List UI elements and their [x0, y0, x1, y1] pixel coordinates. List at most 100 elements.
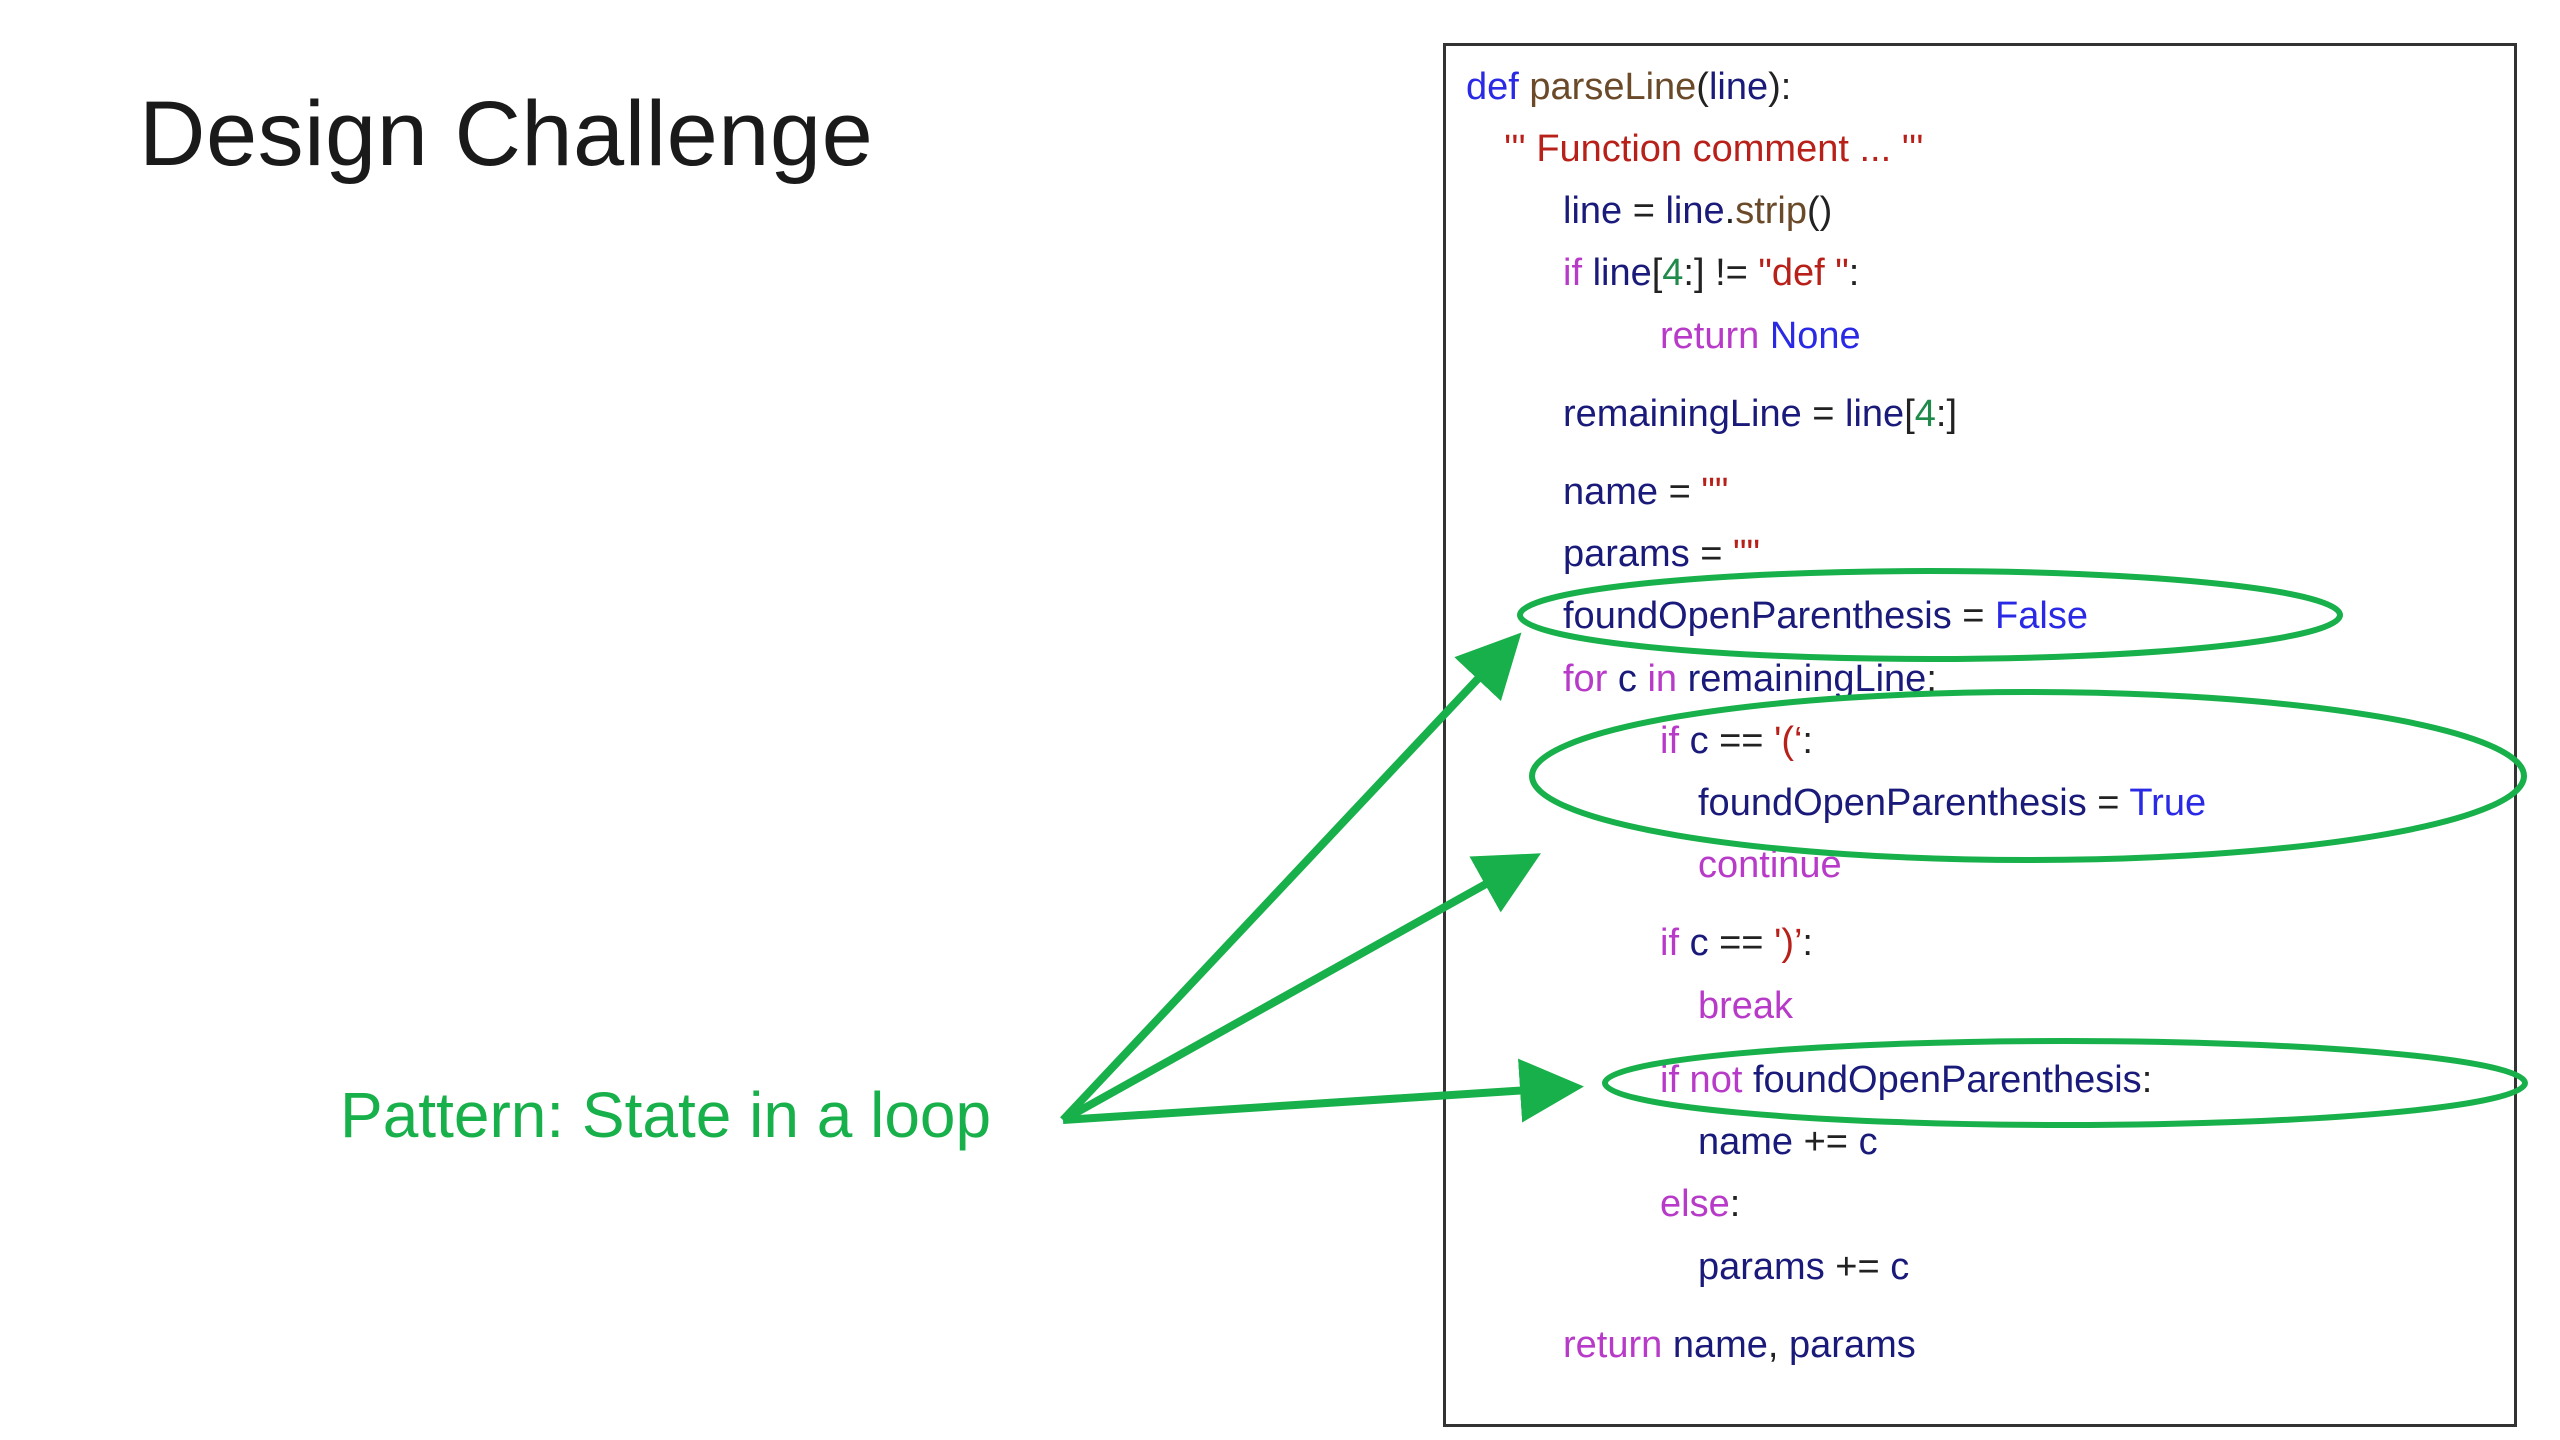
- code-token: line: [1592, 252, 1652, 294]
- code-token: if: [1563, 252, 1593, 294]
- code-token: c: [1689, 922, 1709, 964]
- code-token: =: [1622, 190, 1666, 232]
- code-line: foundOpenParenthesis = False: [1563, 597, 2088, 635]
- code-line: def parseLine(line):: [1466, 68, 1791, 106]
- code-token: name: [1672, 1324, 1768, 1366]
- code-token: :: [1802, 720, 1813, 762]
- code-line: for c in remainingLine:: [1563, 660, 1937, 698]
- code-line: if line[4:] != "def ":: [1563, 254, 1859, 292]
- code-token: :] !=: [1683, 252, 1759, 294]
- code-token: "": [1733, 533, 1761, 575]
- code-token: ==: [1708, 922, 1775, 964]
- arrow-to-state-check: [1062, 1058, 1584, 1124]
- code-token: :: [2141, 1059, 2153, 1101]
- code-token: params: [1789, 1324, 1916, 1366]
- code-line: params = "": [1563, 535, 1760, 573]
- code-token: 4: [1914, 393, 1936, 435]
- code-token: =: [1801, 393, 1846, 435]
- code-token: "def ": [1758, 252, 1849, 294]
- code-token: :: [1848, 252, 1860, 294]
- highlight-ellipse-state-check: [1602, 1038, 2528, 1128]
- code-token: [: [1651, 252, 1663, 294]
- code-token: [: [1904, 393, 1915, 435]
- code-token: name: [1563, 471, 1659, 513]
- code-line: line = line.strip(): [1563, 192, 1832, 230]
- code-token: foundOpenParenthesis: [1752, 1059, 2142, 1101]
- code-line: name += c: [1698, 1123, 1878, 1161]
- code-token: line: [1563, 190, 1623, 232]
- code-token: in: [1647, 658, 1688, 700]
- code-token: 4: [1662, 252, 1684, 294]
- code-token: ')’: [1774, 922, 1803, 964]
- code-token: =: [1689, 533, 1734, 575]
- code-token: None: [1769, 315, 1861, 357]
- code-line: ''' Function comment ... ''': [1504, 130, 1923, 168]
- code-token: +=: [1793, 1121, 1859, 1163]
- code-token: if: [1660, 922, 1690, 964]
- code-token: :: [1729, 1183, 1741, 1225]
- code-token: return: [1563, 1324, 1673, 1366]
- code-token: if not: [1660, 1059, 1753, 1101]
- code-line: foundOpenParenthesis = True: [1698, 784, 2206, 822]
- code-line: if c == ')’:: [1660, 924, 1813, 962]
- code-token: foundOpenParenthesis: [1698, 782, 2087, 824]
- code-token: =: [2086, 782, 2130, 824]
- code-token: ,: [1767, 1324, 1790, 1366]
- code-token: c: [1689, 720, 1709, 762]
- code-token: c: [1858, 1121, 1878, 1163]
- code-token: params: [1698, 1246, 1825, 1288]
- code-token: (: [1696, 66, 1709, 108]
- code-line: remainingLine = line[4:]: [1563, 395, 1957, 433]
- code-token: remainingLine: [1563, 393, 1802, 435]
- code-line: break: [1698, 987, 1793, 1025]
- code-token: True: [2129, 782, 2207, 824]
- code-token: ):: [1768, 66, 1792, 108]
- code-token: remainingLine: [1687, 658, 1927, 700]
- code-line: return None: [1660, 317, 1861, 355]
- arrow-to-state-init: [1060, 632, 1522, 1123]
- code-line: if not foundOpenParenthesis:: [1660, 1061, 2152, 1099]
- code-token: =: [1658, 471, 1702, 513]
- code-line: return name, params: [1563, 1326, 1916, 1364]
- code-line: name = "": [1563, 473, 1728, 511]
- code-token: '(‘: [1774, 720, 1803, 762]
- slide-title: Design Challenge: [139, 83, 874, 185]
- code-line: else:: [1660, 1185, 1740, 1223]
- code-token: break: [1698, 985, 1794, 1027]
- code-token: else: [1660, 1183, 1730, 1225]
- pattern-label: Pattern: State in a loop: [340, 1079, 992, 1151]
- code-token: strip: [1735, 190, 1807, 232]
- code-token: line: [1845, 393, 1905, 435]
- code-token: line: [1665, 190, 1725, 232]
- code-token: params: [1563, 533, 1690, 575]
- highlight-ellipse-state-set: [1529, 689, 2527, 863]
- code-token: :: [1926, 658, 1937, 700]
- code-token: line: [1708, 66, 1769, 108]
- code-token: for: [1563, 658, 1618, 700]
- code-token: ''' Function comment ... ''': [1504, 128, 1924, 170]
- highlight-ellipses: [1517, 568, 2528, 1128]
- code-block: [1443, 43, 2517, 1427]
- code-token: return: [1660, 315, 1770, 357]
- code-token: +=: [1824, 1246, 1891, 1288]
- code-token: if: [1660, 720, 1690, 762]
- arrow-to-state-set: [1061, 853, 1541, 1124]
- code-token: parseLine: [1529, 66, 1697, 108]
- code-token: c: [1617, 658, 1648, 700]
- code-token: .: [1724, 190, 1736, 232]
- code-token: (): [1806, 190, 1833, 232]
- code-token: :]: [1935, 393, 1958, 435]
- code-token: name: [1698, 1121, 1794, 1163]
- code-token: def: [1466, 66, 1530, 108]
- code-token: :: [1802, 922, 1813, 964]
- code-token: "": [1701, 471, 1729, 513]
- code-line: if c == '(‘:: [1660, 722, 1813, 760]
- pattern-arrows: [1060, 632, 1584, 1124]
- highlight-ellipse-state-init: [1517, 568, 2343, 662]
- code-token: c: [1890, 1246, 1910, 1288]
- code-token: ==: [1708, 720, 1775, 762]
- code-token: False: [1995, 595, 2088, 637]
- code-line: params += c: [1698, 1248, 1909, 1286]
- code-token: =: [1951, 595, 1996, 637]
